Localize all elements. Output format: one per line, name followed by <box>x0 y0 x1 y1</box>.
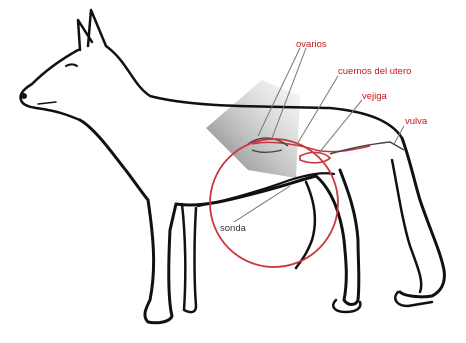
label-vulva: vulva <box>405 116 428 127</box>
dog-haunch-inner <box>392 160 421 292</box>
dog-front-leg-near <box>145 200 176 323</box>
dog-nose <box>21 93 27 99</box>
dog-outline <box>20 10 444 323</box>
leader-uterine-horns <box>296 76 338 146</box>
dog-muzzle <box>20 50 80 120</box>
dog-neck-chest <box>80 120 148 200</box>
ultrasound-beam <box>206 80 300 178</box>
dog-front-leg-far <box>182 204 196 312</box>
dog-rear-leg-far <box>400 138 444 297</box>
dog-eye <box>66 65 77 67</box>
label-ovaries: ovarios <box>296 39 327 50</box>
label-uterine-horns: cuernos del utero <box>338 66 411 77</box>
label-probe: sonda <box>220 223 247 234</box>
dog-mouth <box>38 102 56 104</box>
label-bladder: vejiga <box>362 91 388 102</box>
dog-belly <box>176 176 316 205</box>
